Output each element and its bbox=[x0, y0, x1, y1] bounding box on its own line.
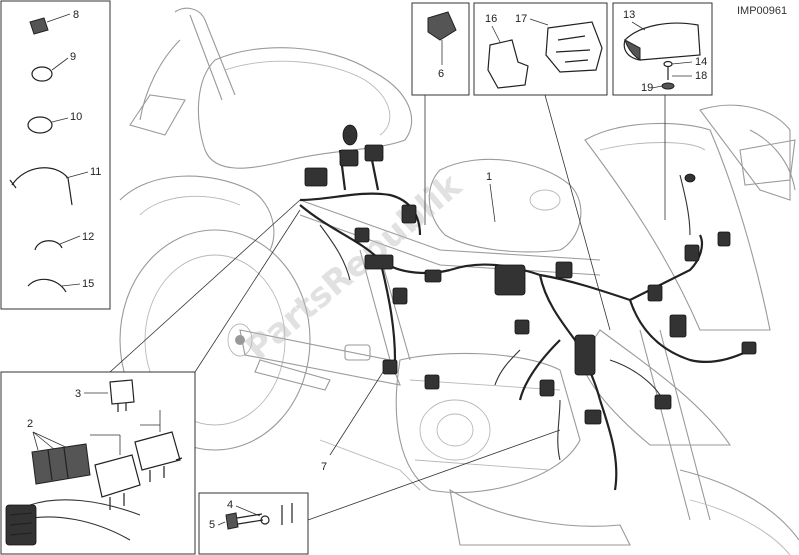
motorcycle-outline bbox=[119, 7, 799, 555]
callout-7: 7 bbox=[321, 371, 384, 473]
svg-text:3: 3 bbox=[75, 388, 81, 400]
band-15-icon bbox=[27, 278, 67, 293]
diagram-reference-code: IMP00961 bbox=[737, 5, 787, 17]
svg-text:7: 7 bbox=[321, 461, 327, 473]
small-parts-panel: 8 9 10 11 12 15 bbox=[0, 0, 111, 310]
relay-fuse-panel: 3 2 bbox=[0, 199, 301, 555]
svg-text:6: 6 bbox=[438, 68, 444, 80]
svg-text:9: 9 bbox=[70, 51, 76, 63]
cable-tie-9-icon bbox=[31, 66, 53, 82]
svg-text:14: 14 bbox=[695, 56, 707, 68]
clip-8-icon bbox=[29, 17, 49, 35]
relay-icon bbox=[94, 454, 141, 498]
svg-text:17: 17 bbox=[515, 13, 527, 25]
svg-text:1: 1 bbox=[486, 171, 492, 183]
ecu-13-icon bbox=[623, 22, 701, 61]
svg-text:16: 16 bbox=[485, 13, 497, 25]
strap-11-icon bbox=[11, 167, 73, 206]
svg-text:19: 19 bbox=[641, 82, 653, 94]
svg-text:4: 4 bbox=[227, 499, 233, 511]
fuse-3-icon bbox=[109, 379, 135, 405]
wiring-harness bbox=[299, 124, 757, 491]
svg-text:12: 12 bbox=[82, 231, 94, 243]
connector-6-icon bbox=[427, 11, 457, 41]
fuse-block-2-icon bbox=[31, 443, 91, 485]
part-13-19-box: 13 14 18 19 bbox=[612, 2, 713, 220]
svg-text:10: 10 bbox=[70, 111, 82, 123]
svg-text:8: 8 bbox=[73, 9, 79, 21]
clamp-12-icon bbox=[34, 240, 63, 251]
part-6-box: 6 bbox=[411, 2, 470, 225]
part-16-17-box: 16 17 bbox=[473, 2, 611, 331]
bolt-panel: 4 5 bbox=[198, 429, 561, 555]
callout-1: 1 bbox=[486, 171, 496, 223]
svg-text:2: 2 bbox=[27, 418, 33, 430]
relay-icon-2 bbox=[134, 431, 181, 471]
grommet-19-icon bbox=[661, 82, 675, 90]
svg-text:11: 11 bbox=[90, 166, 101, 178]
svg-text:5: 5 bbox=[209, 519, 215, 531]
cable-tie-10-icon bbox=[27, 116, 53, 134]
fuse-box-17-icon bbox=[545, 21, 603, 73]
svg-text:13: 13 bbox=[623, 9, 635, 21]
svg-text:15: 15 bbox=[82, 278, 94, 290]
svg-text:18: 18 bbox=[695, 70, 707, 82]
bolt-5-icon bbox=[225, 512, 239, 530]
relay-holder-16-icon bbox=[487, 39, 529, 89]
